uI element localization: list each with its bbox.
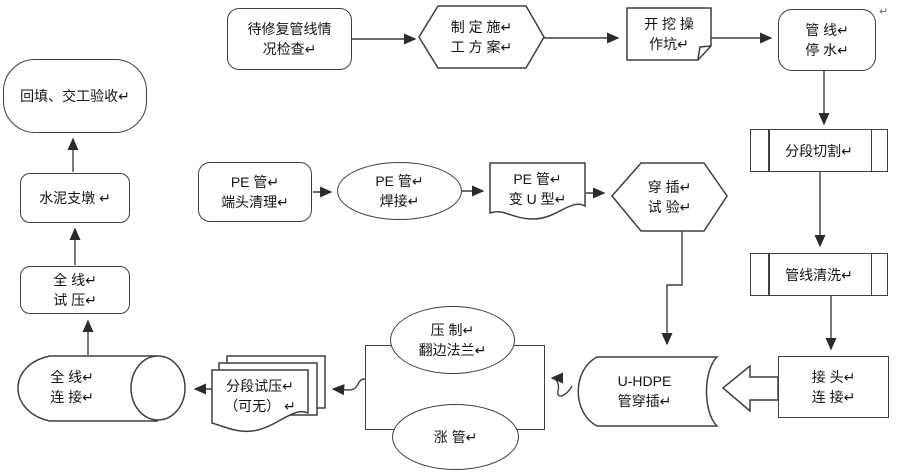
stray-return-mark: ↵ xyxy=(879,6,889,18)
clean-predefined-box xyxy=(750,253,888,296)
expand-ellipse xyxy=(392,404,519,470)
arrow-flangebox-to-segtest xyxy=(331,378,366,396)
cut-right-bar xyxy=(870,130,872,171)
arrow-inserttest-to-uhdpe xyxy=(661,231,683,346)
cut-predefined-box xyxy=(750,129,888,172)
peu-document-shape xyxy=(489,162,586,220)
arrow-uhdpe-to-flangebox xyxy=(550,372,573,397)
cement-box xyxy=(20,173,130,223)
joint-box xyxy=(778,356,889,418)
plan-hexagon-shape xyxy=(418,5,545,69)
backfill-box xyxy=(3,59,147,133)
peweld-ellipse xyxy=(337,162,462,220)
cut-left-bar xyxy=(768,130,770,171)
joint-to-uhdpe-block-arrow xyxy=(721,364,779,413)
flange-ellipse xyxy=(390,306,515,374)
fulltest-box xyxy=(20,266,130,314)
clean-left-bar xyxy=(768,254,770,295)
dig-note-shape xyxy=(626,7,712,61)
peclean-box xyxy=(198,162,312,222)
stopwater-box xyxy=(778,9,876,71)
fullconnect-cylinder-cap xyxy=(130,355,186,421)
clean-right-bar xyxy=(870,254,872,295)
fullconnect-cylinder-body xyxy=(17,355,158,422)
uhdpe-shape xyxy=(577,356,719,427)
inserttest-hexagon-shape xyxy=(611,162,728,232)
segtest-sheet-front xyxy=(211,369,309,433)
dig-note-fold xyxy=(697,45,712,60)
inspect-box xyxy=(227,8,352,70)
